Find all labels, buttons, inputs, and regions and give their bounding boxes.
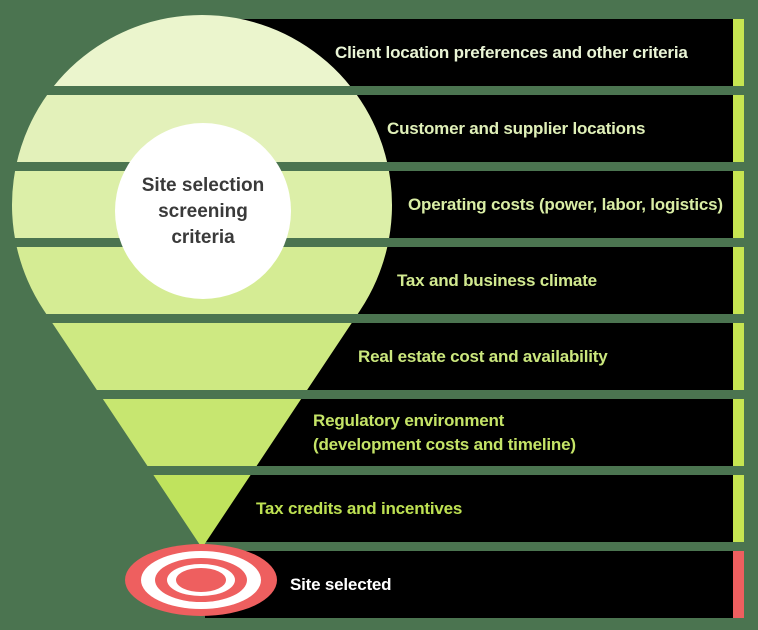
- criteria-bar-label: Client location preferences and other cr…: [335, 42, 688, 62]
- pin-band-slice: [12, 323, 393, 390]
- pin-center-circle: [115, 123, 291, 299]
- pin-center-label: Site selection screening criteria: [141, 175, 265, 248]
- criteria-bar-label: Tax and business climate: [397, 270, 597, 290]
- site-selected-label: Site selected: [290, 574, 392, 594]
- pin-band-slice: [12, 475, 393, 549]
- map-pin-icon: [12, 14, 393, 549]
- criteria-bar-label: Regulatory environment (development cost…: [313, 410, 576, 454]
- criteria-bar-label: Real estate cost and availability: [358, 346, 608, 366]
- criteria-bar-label: Customer and supplier locations: [387, 118, 646, 138]
- site-selected-bar: Site selected: [205, 551, 744, 618]
- pin-band-slice: [12, 14, 393, 86]
- criteria-bar-label: Tax credits and incentives: [256, 498, 463, 518]
- criteria-bar-regulatory-environment: Regulatory environment (development cost…: [205, 399, 744, 466]
- criteria-bar-label: Operating costs (power, labor, logistics…: [408, 194, 723, 214]
- pin-band-slice: [12, 399, 393, 466]
- criteria-bar-tax-credits: Tax credits and incentives: [205, 475, 744, 542]
